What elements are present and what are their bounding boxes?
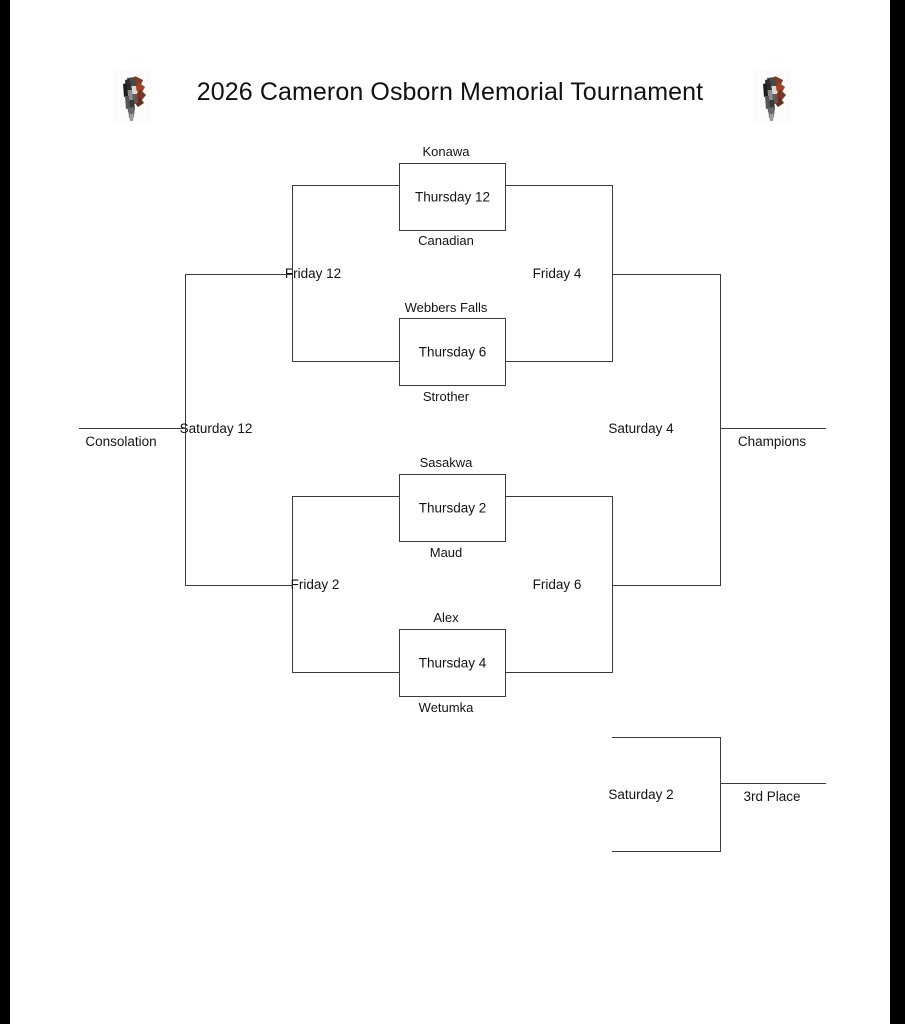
outcome-label-champions: Champions xyxy=(737,434,807,449)
team-label-wetumka: Wetumka xyxy=(418,700,474,715)
consolation-outcome-line xyxy=(79,428,186,429)
bracket-connector-saturday-12-bottom xyxy=(185,585,293,586)
bracket-connector-third-place-vertical xyxy=(720,737,721,851)
bracket-connector-saturday-12-vertical xyxy=(185,274,186,585)
bracket-connector-friday-2-bottom xyxy=(292,672,400,673)
team-label-strother: Strother xyxy=(422,389,470,404)
tournament-logo-right-icon xyxy=(753,70,791,124)
page-edge-bar-right xyxy=(890,0,905,1024)
bracket-connector-friday-2-vertical xyxy=(292,496,293,672)
round-label-saturday-4: Saturday 4 xyxy=(608,421,674,436)
bracket-connector-third-place-top xyxy=(612,737,721,738)
bracket-connector-friday-4-vertical xyxy=(612,185,613,361)
bracket-connector-friday-12-bottom xyxy=(292,361,400,362)
champions-outcome-line xyxy=(720,428,826,429)
bracket-connector-friday-4-bottom xyxy=(505,361,613,362)
game-slot-label-thursday-12: Thursday 12 xyxy=(414,189,491,205)
bracket-connector-third-place-bottom xyxy=(612,851,721,852)
team-label-canadian: Canadian xyxy=(418,233,474,248)
team-label-konawa: Konawa xyxy=(422,144,470,159)
game-slot-label-thursday-2: Thursday 2 xyxy=(418,500,487,516)
game-box-thursday-6[interactable]: Thursday 6 xyxy=(399,318,506,386)
team-label-maud: Maud xyxy=(429,545,463,560)
page-edge-bar-left xyxy=(0,0,10,1024)
page-title: 2026 Cameron Osborn Memorial Tournament xyxy=(196,78,704,106)
tournament-logo-left-icon xyxy=(113,70,151,124)
team-label-sasakwa: Sasakwa xyxy=(419,455,473,470)
outcome-label-third-place: 3rd Place xyxy=(743,789,801,804)
outcome-label-consolation: Consolation xyxy=(85,434,157,449)
game-slot-label-thursday-6: Thursday 6 xyxy=(418,344,487,360)
bracket-connector-friday-2-top xyxy=(292,496,400,497)
round-label-friday-2: Friday 2 xyxy=(290,577,340,592)
bracket-connector-saturday-4-bottom xyxy=(612,585,721,586)
game-box-thursday-2[interactable]: Thursday 2 xyxy=(399,474,506,542)
bracket-connector-saturday-12-top xyxy=(185,274,293,275)
round-label-friday-12: Friday 12 xyxy=(284,266,342,281)
round-label-friday-6: Friday 6 xyxy=(532,577,582,592)
bracket-connector-saturday-4-top xyxy=(612,274,721,275)
bracket-connector-friday-6-bottom xyxy=(505,672,613,673)
round-label-saturday-12: Saturday 12 xyxy=(179,421,253,436)
bracket-connector-saturday-4-vertical xyxy=(720,274,721,585)
game-box-thursday-12[interactable]: Thursday 12 xyxy=(399,163,506,231)
third-place-outcome-line xyxy=(720,783,826,784)
bracket-connector-friday-6-vertical xyxy=(612,496,613,672)
team-label-webbers-falls: Webbers Falls xyxy=(404,300,488,315)
game-slot-label-thursday-4: Thursday 4 xyxy=(418,655,487,671)
round-label-friday-4: Friday 4 xyxy=(532,266,582,281)
game-box-thursday-4[interactable]: Thursday 4 xyxy=(399,629,506,697)
bracket-connector-friday-12-top xyxy=(292,185,400,186)
bracket-connector-friday-4-top xyxy=(505,185,613,186)
bracket-connector-friday-6-top xyxy=(505,496,613,497)
bracket-connector-friday-12-vertical xyxy=(292,185,293,361)
team-label-alex: Alex xyxy=(433,610,459,625)
tournament-bracket-sheet: 2026 Cameron Osborn Memorial Tournament xyxy=(10,0,890,1024)
round-label-saturday-2: Saturday 2 xyxy=(608,787,674,802)
